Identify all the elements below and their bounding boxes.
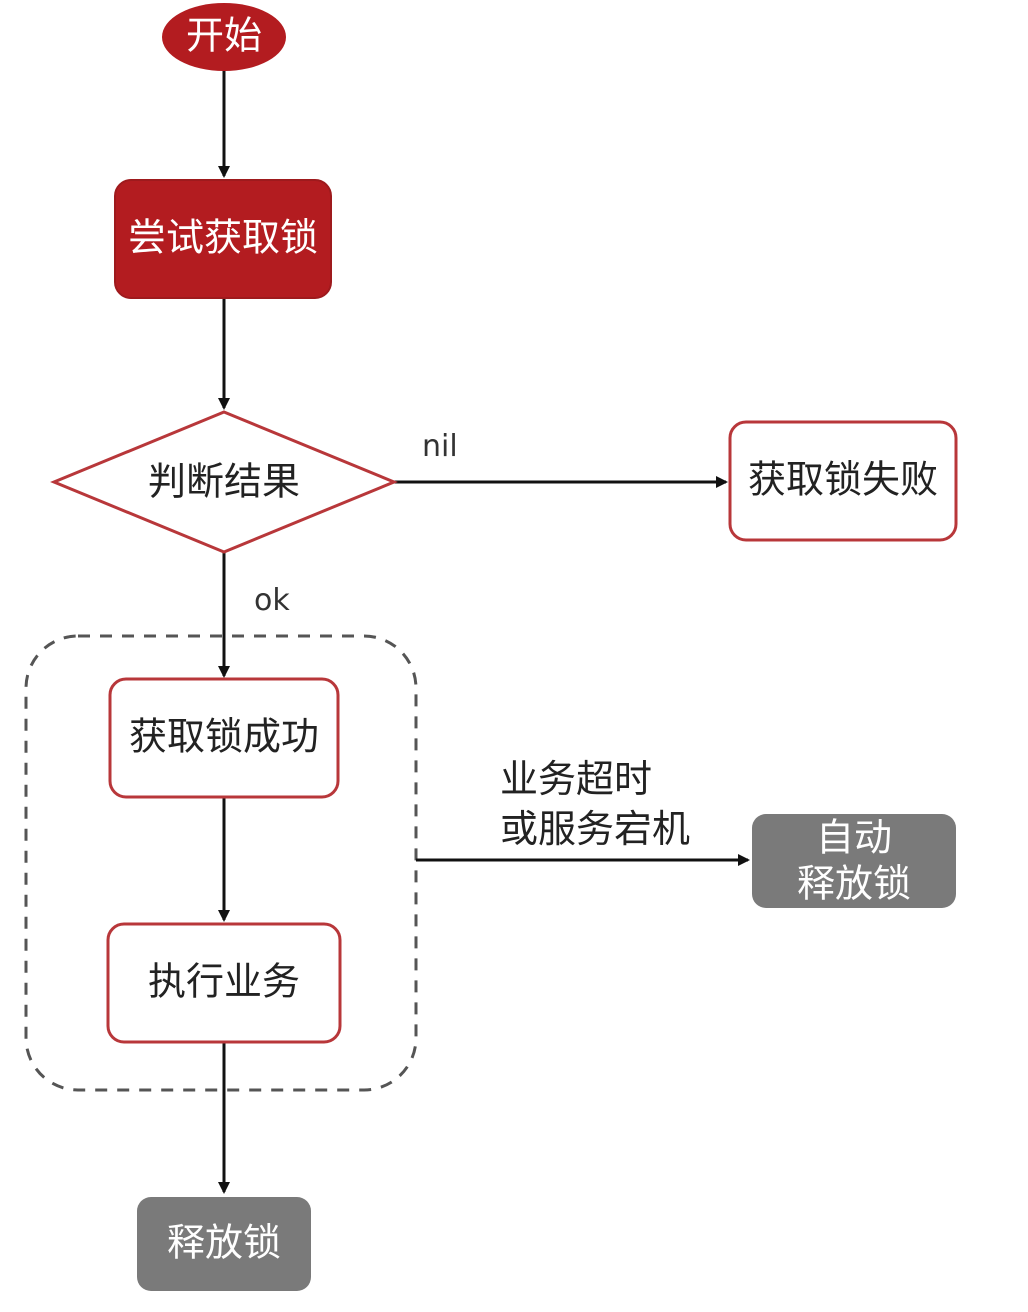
release-label: 释放锁	[167, 1221, 281, 1265]
auto-release-label-line2: 释放锁	[797, 862, 911, 906]
dashed-group-container	[24, 634, 418, 1092]
auto-release-node	[752, 814, 956, 908]
timeout-edge-label-line1: 业务超时	[500, 757, 652, 801]
execute-label: 执行业务	[148, 960, 300, 1004]
judge-label: 判断结果	[148, 460, 300, 504]
timeout-edge-label-line2: 或服务宕机	[500, 807, 690, 851]
nil-edge-label: nil	[422, 429, 458, 464]
release-node	[137, 1197, 311, 1291]
start-node-label: 开始	[186, 14, 262, 58]
auto-release-label-line1: 自动	[816, 816, 892, 860]
success-label: 获取锁成功	[129, 715, 319, 759]
fail-label: 获取锁失败	[748, 458, 938, 502]
start-node	[162, 3, 286, 71]
success-node	[108, 677, 340, 799]
execute-node	[106, 922, 342, 1044]
ok-edge-label: ok	[254, 583, 290, 618]
judge-node	[50, 410, 398, 554]
try-lock-node	[114, 179, 332, 299]
fail-node	[728, 420, 958, 542]
try-lock-label: 尝试获取锁	[128, 216, 318, 260]
